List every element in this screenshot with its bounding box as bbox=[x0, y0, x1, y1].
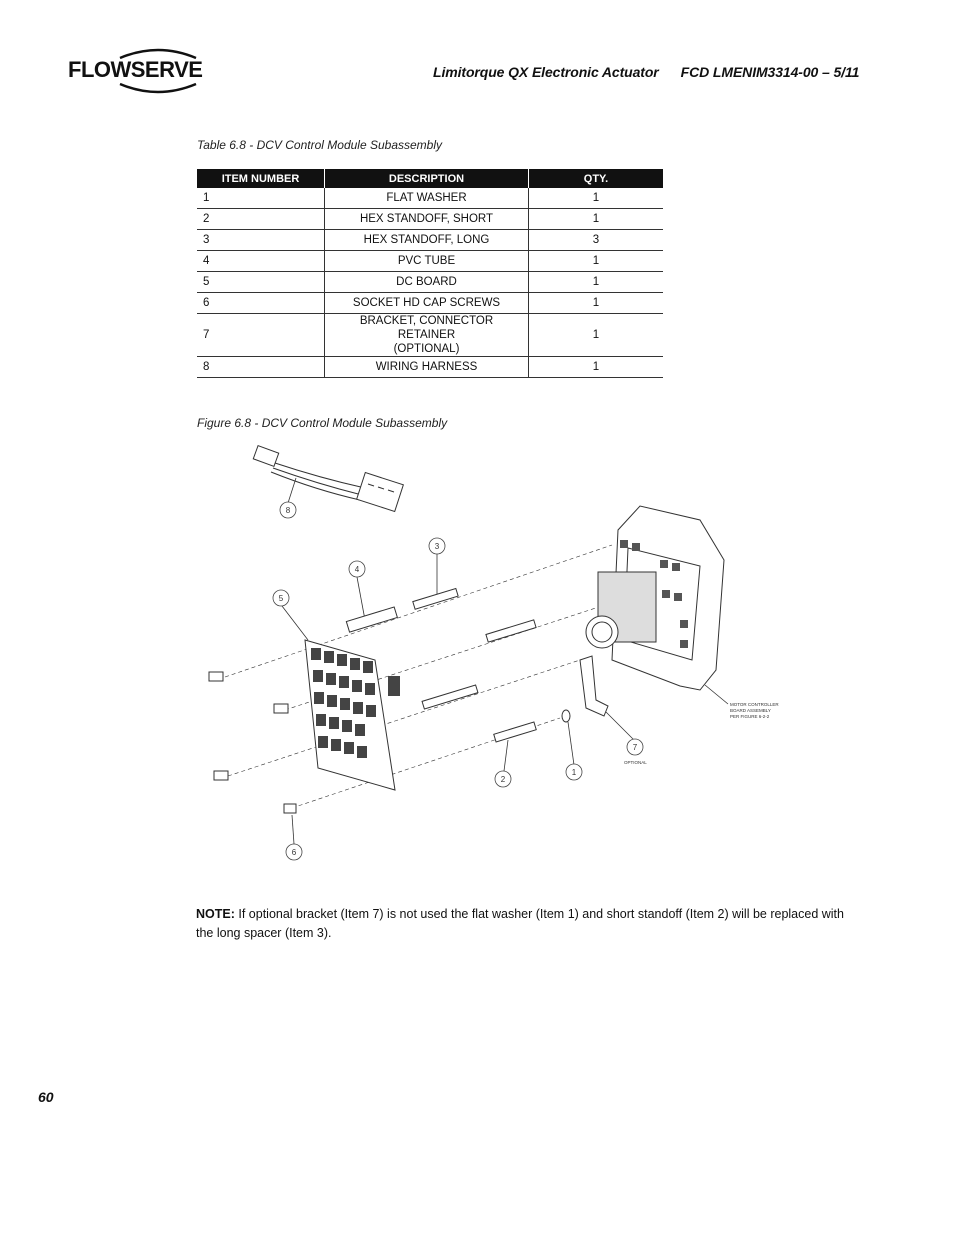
parts-table: ITEM NUMBER DESCRIPTION QTY. 1 FLAT WASH… bbox=[197, 169, 663, 378]
qty-cell: 1 bbox=[528, 271, 663, 293]
table-row: 1 FLAT WASHER 1 bbox=[197, 188, 663, 209]
callout-number: 2 bbox=[501, 775, 506, 784]
qty-cell: 1 bbox=[528, 250, 663, 272]
item-cell: 3 bbox=[197, 229, 325, 251]
description-cell: DC BOARD bbox=[324, 271, 529, 293]
note-paragraph: NOTE: If optional bracket (Item 7) is no… bbox=[196, 905, 846, 943]
description-cell: FLAT WASHER bbox=[324, 188, 529, 209]
table-row: 8 WIRING HARNESS 1 bbox=[197, 356, 663, 378]
qty-cell: 1 bbox=[528, 188, 663, 209]
annotation-text: MOTOR CONTROLLER BOARD ASSEMBLY PER FIGU… bbox=[624, 702, 779, 765]
item-cell: 6 bbox=[197, 292, 325, 314]
figure-caption: Figure 6.8 - DCV Control Module Subassem… bbox=[197, 416, 448, 430]
item-cell: 8 bbox=[197, 356, 325, 378]
callout-number: 8 bbox=[286, 506, 291, 515]
annotation-line: MOTOR CONTROLLER bbox=[730, 702, 779, 707]
table-header-row: ITEM NUMBER DESCRIPTION QTY. bbox=[197, 169, 663, 188]
description-line: BRACKET, CONNECTOR RETAINER bbox=[359, 315, 494, 341]
column-header: ITEM NUMBER bbox=[197, 169, 325, 188]
item-cell: 4 bbox=[197, 250, 325, 272]
table-row: 3 HEX STANDOFF, LONG 3 bbox=[197, 229, 663, 251]
standoffs-illustration bbox=[345, 587, 571, 743]
callout-labels: 8 3 4 5 7 2 1 6 bbox=[279, 506, 638, 857]
qty-cell: 1 bbox=[528, 208, 663, 230]
item-cell: 5 bbox=[197, 271, 325, 293]
table-row: 7 BRACKET, CONNECTOR RETAINER(OPTIONAL) … bbox=[197, 313, 663, 357]
document-header: Limitorque QX Electronic Actuator FCD LME… bbox=[433, 64, 859, 80]
callout-number: 1 bbox=[572, 768, 577, 777]
description-cell: PVC TUBE bbox=[324, 250, 529, 272]
item-cell: 2 bbox=[197, 208, 325, 230]
logo-text: FLOWSERVE bbox=[68, 57, 203, 82]
callout-number: 6 bbox=[292, 848, 297, 857]
column-header: DESCRIPTION bbox=[324, 169, 529, 188]
note-text: If optional bracket (Item 7) is not used… bbox=[196, 907, 844, 940]
callout-number: 4 bbox=[355, 565, 360, 574]
callout-number: 5 bbox=[279, 594, 284, 603]
qty-cell: 3 bbox=[528, 229, 663, 251]
optional-label: OPTIONAL bbox=[624, 760, 647, 765]
qty-cell: 1 bbox=[528, 313, 663, 357]
item-cell: 1 bbox=[197, 188, 325, 209]
table-row: 5 DC BOARD 1 bbox=[197, 271, 663, 293]
header-doc-code: FCD LMENIM3314-00 – 5/11 bbox=[680, 64, 860, 80]
item-cell: 7 bbox=[197, 313, 325, 357]
callout-number: 7 bbox=[633, 743, 638, 752]
exploded-assembly-diagram: 8 3 4 5 7 2 1 6 MOTOR CONTROLLER BOARD A… bbox=[208, 445, 779, 861]
annotation-line: BOARD ASSEMBLY bbox=[730, 708, 771, 713]
logo-swoosh-icon bbox=[119, 48, 197, 94]
callout-number: 3 bbox=[435, 542, 440, 551]
column-header: QTY. bbox=[528, 169, 663, 188]
header-title: Limitorque QX Electronic Actuator bbox=[433, 64, 659, 80]
wiring-harness-illustration bbox=[252, 445, 404, 513]
bracket-illustration bbox=[579, 655, 609, 717]
annotation-line: PER FIGURE 6-2-2 bbox=[730, 714, 770, 719]
description-cell: WIRING HARNESS bbox=[324, 356, 529, 378]
description-line: (OPTIONAL) bbox=[393, 343, 460, 355]
note-label: NOTE: bbox=[196, 907, 235, 921]
table-row: 2 HEX STANDOFF, SHORT 1 bbox=[197, 208, 663, 230]
motor-controller-illustration bbox=[585, 505, 725, 691]
table-caption: Table 6.8 - DCV Control Module Subassemb… bbox=[197, 138, 443, 152]
table-row: 6 SOCKET HD CAP SCREWS 1 bbox=[197, 292, 663, 314]
page-number: 60 bbox=[38, 1089, 54, 1105]
qty-cell: 1 bbox=[528, 356, 663, 378]
dc-board-illustration bbox=[304, 639, 400, 791]
description-cell: HEX STANDOFF, SHORT bbox=[324, 208, 529, 230]
flowserve-logo: FLOWSERVE bbox=[68, 44, 208, 96]
description-cell: HEX STANDOFF, LONG bbox=[324, 229, 529, 251]
table-row: 4 PVC TUBE 1 bbox=[197, 250, 663, 272]
qty-cell: 1 bbox=[528, 292, 663, 314]
screws-illustration bbox=[208, 671, 297, 814]
description-cell: BRACKET, CONNECTOR RETAINER (OPTIONAL) bbox=[324, 313, 529, 357]
description-cell: SOCKET HD CAP SCREWS bbox=[324, 292, 529, 314]
